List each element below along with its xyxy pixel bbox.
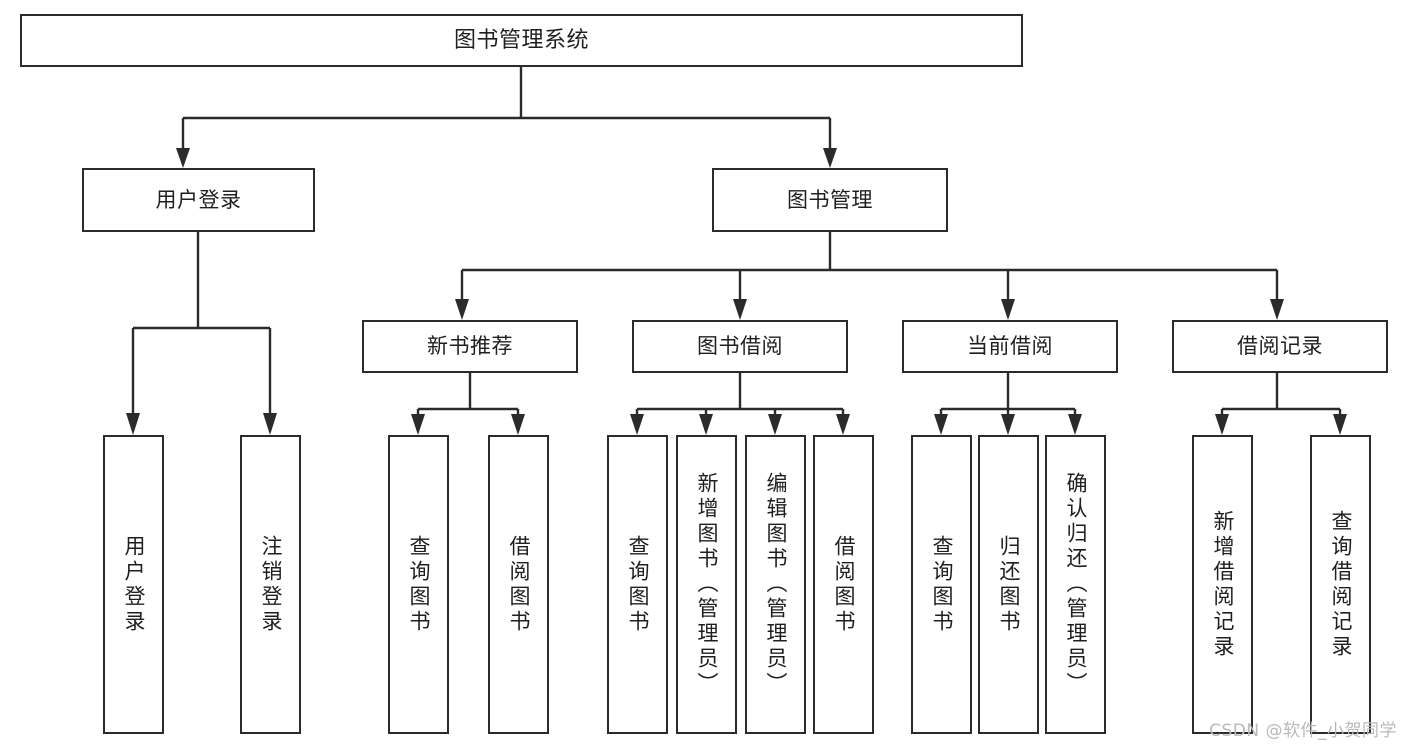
node-book-management[interactable]: 图书管理	[712, 168, 948, 232]
node-label: 查询图书	[626, 534, 650, 635]
leaf-query-books-current[interactable]: 查询图书	[911, 435, 972, 734]
node-label: 新增图书（管理员）	[695, 472, 719, 697]
leaf-edit-book-admin[interactable]: 编辑图书（管理员）	[745, 435, 806, 734]
node-label: 图书管理	[787, 187, 873, 212]
node-label: 新书推荐	[427, 334, 513, 358]
edge-current-to-leaves	[934, 373, 1082, 435]
leaf-add-borrow-record[interactable]: 新增借阅记录	[1192, 435, 1253, 734]
node-label: 新增借阅记录	[1211, 509, 1235, 660]
node-label: 当前借阅	[967, 334, 1053, 358]
edge-borrow-to-leaves	[630, 373, 850, 435]
node-current-borrowing[interactable]: 当前借阅	[902, 320, 1118, 373]
node-label: 借阅记录	[1237, 334, 1323, 358]
leaf-borrow-books[interactable]: 借阅图书	[813, 435, 874, 734]
node-label: 注销登录	[259, 534, 283, 635]
node-new-book-recommendation[interactable]: 新书推荐	[362, 320, 578, 373]
leaf-logout[interactable]: 注销登录	[240, 435, 301, 734]
node-label: 归还图书	[997, 534, 1021, 635]
node-label: 编辑图书（管理员）	[764, 472, 788, 697]
node-label: 借阅图书	[507, 534, 531, 635]
leaf-query-books-borrow[interactable]: 查询图书	[607, 435, 668, 734]
leaf-add-book-admin[interactable]: 新增图书（管理员）	[676, 435, 737, 734]
node-label: 用户登录	[155, 187, 242, 212]
node-label: 确认归还（管理员）	[1064, 472, 1088, 697]
leaf-query-borrow-record[interactable]: 查询借阅记录	[1310, 435, 1371, 734]
leaf-return-books[interactable]: 归还图书	[978, 435, 1039, 734]
leaf-borrow-books-newbook[interactable]: 借阅图书	[488, 435, 549, 734]
csdn-watermark: CSDN @软件_小贺同学	[1209, 721, 1397, 741]
leaf-user-login[interactable]: 用户登录	[103, 435, 164, 734]
node-root-book-management-system[interactable]: 图书管理系统	[20, 14, 1023, 67]
node-label: 查询借阅记录	[1329, 509, 1353, 660]
edge-bookmgmt-to-level3	[455, 232, 1284, 320]
leaf-confirm-return-admin[interactable]: 确认归还（管理员）	[1045, 435, 1106, 734]
node-label: 图书管理系统	[453, 27, 589, 53]
node-book-borrowing[interactable]: 图书借阅	[632, 320, 848, 373]
node-label: 用户登录	[122, 534, 146, 635]
node-label: 查询图书	[930, 534, 954, 635]
edge-newbook-to-leaves	[411, 373, 525, 435]
node-user-login[interactable]: 用户登录	[82, 168, 315, 232]
edge-userlogin-to-leaves	[126, 232, 277, 435]
node-borrow-records[interactable]: 借阅记录	[1172, 320, 1388, 373]
node-label: 查询图书	[407, 534, 431, 635]
edge-records-to-leaves	[1215, 373, 1347, 435]
leaf-query-books-newbook[interactable]: 查询图书	[388, 435, 449, 734]
edge-root-to-level2	[176, 67, 837, 168]
node-label: 图书借阅	[697, 334, 783, 358]
node-label: 借阅图书	[832, 534, 856, 635]
